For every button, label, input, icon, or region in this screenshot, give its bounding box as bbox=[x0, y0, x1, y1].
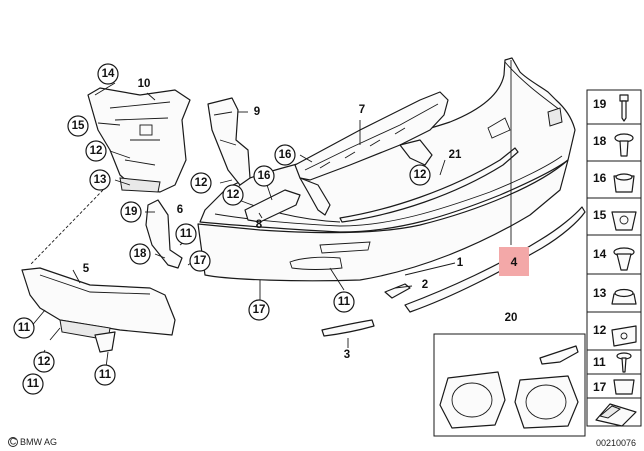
label-9: 9 bbox=[254, 106, 260, 118]
bracket-eight bbox=[244, 189, 301, 223]
small-cap-two bbox=[384, 283, 411, 299]
bracket-nine bbox=[207, 97, 251, 186]
label-3: 3 bbox=[344, 349, 350, 361]
label-8: 8 bbox=[256, 219, 263, 231]
callout-19[interactable]: 19 bbox=[120, 201, 142, 223]
callout-11-d-label: 11 bbox=[27, 378, 40, 390]
bracket-left bbox=[87, 87, 191, 193]
legend-num-8: 11 bbox=[593, 355, 606, 369]
footer-brand: BMW AG bbox=[20, 437, 57, 447]
callout-11-c[interactable]: 11 bbox=[13, 317, 35, 339]
legend-num-7: 12 bbox=[593, 323, 607, 337]
label-1: 1 bbox=[457, 257, 464, 269]
callout-16-b[interactable]: 16 bbox=[253, 165, 275, 187]
callout-11-e[interactable]: 11 bbox=[94, 364, 116, 386]
spring-nut-icon bbox=[611, 211, 637, 231]
copyright-mark: C BMW AG bbox=[8, 437, 57, 447]
callout-11-d[interactable]: 11 bbox=[22, 373, 44, 395]
clip-nut-icon bbox=[613, 173, 635, 193]
legend-num-9: 17 bbox=[593, 380, 607, 394]
screw-icon bbox=[616, 352, 632, 373]
side-section bbox=[21, 267, 176, 353]
label-20: 20 bbox=[505, 312, 518, 324]
callout-15-label: 15 bbox=[72, 120, 85, 132]
callout-12-d[interactable]: 12 bbox=[409, 164, 431, 186]
callout-11-c-label: 11 bbox=[18, 322, 31, 334]
callout-18-label: 18 bbox=[134, 248, 147, 260]
callout-17-b[interactable]: 17 bbox=[248, 299, 270, 321]
legend-num-4: 15 bbox=[593, 208, 607, 222]
label-6: 6 bbox=[177, 204, 183, 216]
label-21: 21 bbox=[449, 149, 462, 161]
callout-17-a[interactable]: 17 bbox=[189, 250, 211, 272]
legend-num-6: 13 bbox=[593, 286, 607, 300]
callout-14[interactable]: 14 bbox=[97, 63, 119, 85]
callout-12-c[interactable]: 12 bbox=[222, 184, 244, 206]
rivet-icon bbox=[614, 133, 634, 157]
clamp-icon bbox=[613, 379, 635, 395]
trim-strip bbox=[339, 147, 519, 223]
callout-11-e-label: 11 bbox=[99, 369, 112, 381]
label-2: 2 bbox=[422, 279, 428, 291]
callout-15[interactable]: 15 bbox=[67, 115, 89, 137]
callout-11-a-label: 11 bbox=[180, 228, 193, 240]
callout-11-b[interactable]: 11 bbox=[333, 291, 355, 313]
callout-12-c-label: 12 bbox=[227, 189, 240, 201]
callout-17-b-label: 17 bbox=[253, 304, 266, 316]
legend-num-5: 14 bbox=[593, 247, 607, 261]
callout-13-label: 13 bbox=[94, 174, 107, 186]
hex-nut-icon bbox=[611, 288, 637, 305]
callout-16-a[interactable]: 16 bbox=[274, 144, 296, 166]
callout-12-b-label: 12 bbox=[195, 177, 208, 189]
footer-code: 00210076 bbox=[596, 438, 636, 448]
callout-12-b[interactable]: 12 bbox=[190, 172, 212, 194]
label-7: 7 bbox=[359, 104, 365, 116]
push-pin-icon bbox=[619, 94, 629, 122]
inset-box-20 bbox=[433, 333, 586, 437]
callout-13[interactable]: 13 bbox=[89, 169, 111, 191]
highlight-part-4-label: 4 bbox=[511, 255, 518, 269]
callout-12-e-label: 12 bbox=[38, 356, 51, 368]
speed-nut-icon bbox=[611, 325, 637, 347]
callout-11-a[interactable]: 11 bbox=[175, 223, 197, 245]
callout-14-label: 14 bbox=[102, 68, 115, 80]
callout-17-a-label: 17 bbox=[194, 255, 207, 267]
legend-num-2: 18 bbox=[593, 134, 607, 148]
callout-19-label: 19 bbox=[125, 206, 138, 218]
trim-strip-three bbox=[321, 319, 375, 337]
expanding-clip-icon bbox=[613, 247, 635, 271]
callout-12-a[interactable]: 12 bbox=[85, 140, 107, 162]
highlight-part-4[interactable]: 4 bbox=[499, 247, 529, 276]
fastener-legend: 19 18 16 15 14 13 12 11 17 bbox=[586, 89, 642, 399]
direction-arrow-icon bbox=[586, 397, 642, 427]
callout-12-e[interactable]: 12 bbox=[33, 351, 55, 373]
callout-11-b-label: 11 bbox=[338, 296, 351, 308]
label-10: 10 bbox=[138, 78, 151, 90]
callout-16-b-label: 16 bbox=[258, 170, 271, 182]
callout-18[interactable]: 18 bbox=[129, 243, 151, 265]
legend-num-1: 19 bbox=[593, 97, 607, 111]
support-carrier bbox=[294, 91, 449, 216]
label-5: 5 bbox=[83, 263, 90, 275]
legend-num-3: 16 bbox=[593, 171, 607, 185]
lower-strip-four bbox=[404, 206, 586, 313]
callout-12-a-label: 12 bbox=[90, 145, 103, 157]
holder-six bbox=[145, 199, 183, 269]
callout-12-d-label: 12 bbox=[414, 169, 427, 181]
callout-16-a-label: 16 bbox=[279, 149, 292, 161]
svg-text:C: C bbox=[10, 437, 17, 447]
